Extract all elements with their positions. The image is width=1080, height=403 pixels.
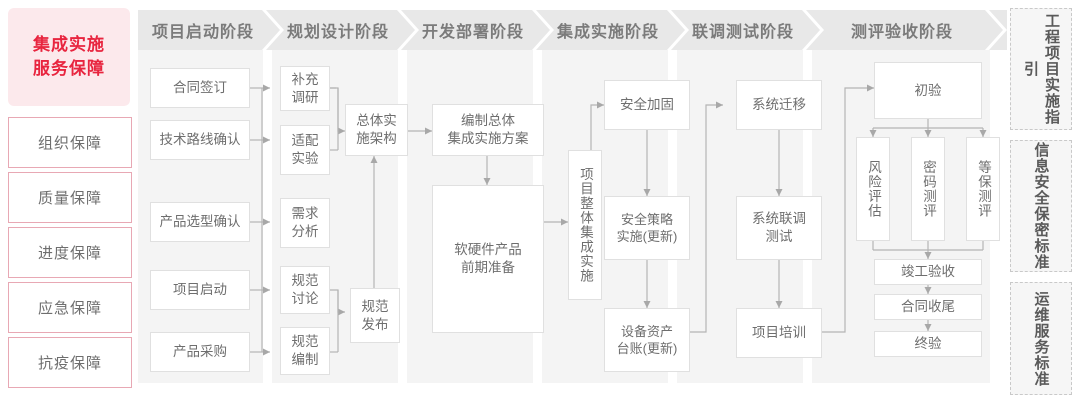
- node-label-line2: 台账(更新): [616, 341, 678, 356]
- node-label-line1: 需求: [291, 206, 319, 221]
- node-system-migration[interactable]: 系统迁移: [736, 80, 822, 130]
- standard-ops-service[interactable]: 运维服务标准: [1010, 282, 1072, 395]
- node-spec-release[interactable]: 规范 发布: [350, 288, 400, 343]
- standard-engineering-guide[interactable]: 工程项目实施指引: [1010, 8, 1072, 130]
- guarantee-title-line1: 集成实施: [33, 35, 105, 54]
- phase-header-startup[interactable]: 项目启动阶段: [138, 10, 268, 50]
- node-label-line2: 实验: [291, 151, 319, 166]
- chevron-separator-1-icon: [262, 10, 284, 50]
- node-asset-ledger[interactable]: 设备资产 台账(更新): [604, 308, 690, 372]
- node-label-line1: 总体实: [356, 113, 397, 128]
- chevron-separator-3-icon: [532, 10, 554, 50]
- guarantee-item-organization[interactable]: 组织保障: [8, 117, 132, 168]
- node-contract-signing[interactable]: 合同签订: [150, 68, 250, 108]
- guarantee-item-emergency[interactable]: 应急保障: [8, 282, 132, 333]
- node-label-line2: 发布: [361, 316, 389, 332]
- guarantee-title-line2: 服务保障: [33, 59, 105, 78]
- phase-header-acceptance[interactable]: 测评验收阶段: [813, 10, 991, 50]
- node-label-line1: 规范: [291, 273, 319, 288]
- node-product-selection[interactable]: 产品选型确认: [150, 202, 250, 242]
- chevron-separator-6-icon: [985, 10, 1007, 50]
- node-label-line1: 设备资产: [620, 324, 673, 339]
- phase-header-planning[interactable]: 规划设计阶段: [273, 10, 403, 50]
- standard-label: 工程项目实施指引: [1022, 13, 1060, 125]
- node-label-line2: 调研: [291, 89, 319, 105]
- node-label-line2: 分析: [291, 224, 319, 239]
- node-system-joint-test[interactable]: 系统联调 测试: [736, 196, 822, 260]
- node-label-line1: 规范: [291, 334, 319, 349]
- node-spec-discussion[interactable]: 规范 讨论: [280, 266, 330, 314]
- node-hardware-software-prep[interactable]: 软硬件产品 前期准备: [432, 185, 544, 333]
- node-label-line2: 测试: [765, 229, 793, 244]
- node-label-line2: 编制: [291, 352, 319, 367]
- node-tech-route-confirm[interactable]: 技术路线确认: [150, 120, 250, 160]
- node-requirement-analysis[interactable]: 需求 分析: [280, 198, 330, 248]
- node-label-line2: 前期准备: [461, 260, 515, 275]
- node-label-line2: 实施(更新): [616, 229, 678, 244]
- node-completion-acceptance[interactable]: 竣工验收: [874, 259, 982, 285]
- node-crypto-evaluation[interactable]: 密码测评: [911, 137, 945, 241]
- node-label-line2: 讨论: [291, 291, 319, 306]
- node-label-line1: 适配: [291, 133, 319, 148]
- node-risk-assessment[interactable]: 风险评估: [856, 137, 890, 241]
- node-security-hardening[interactable]: 安全加固: [604, 80, 690, 130]
- node-label-line1: 规范: [361, 298, 389, 314]
- node-spec-drafting[interactable]: 规范 编制: [280, 327, 330, 375]
- guarantee-item-schedule[interactable]: 进度保障: [8, 227, 132, 278]
- standard-label: 信息安全保密标准: [1032, 142, 1050, 270]
- chevron-separator-4-icon: [667, 10, 689, 50]
- node-label-line2: 施架构: [356, 131, 397, 146]
- node-label-line1: 安全策略: [620, 212, 673, 227]
- guarantee-title: 集成实施 服务保障: [8, 8, 130, 106]
- node-overall-architecture[interactable]: 总体实 施架构: [345, 104, 408, 156]
- guarantee-item-quality[interactable]: 质量保障: [8, 172, 132, 223]
- node-contract-closure[interactable]: 合同收尾: [874, 294, 982, 320]
- standard-label: 运维服务标准: [1032, 290, 1050, 387]
- standard-info-security[interactable]: 信息安全保密标准: [1010, 140, 1072, 272]
- node-label-line1: 软硬件产品: [454, 242, 522, 257]
- node-initial-acceptance[interactable]: 初验: [874, 62, 982, 119]
- node-final-acceptance[interactable]: 终验: [874, 331, 982, 357]
- chevron-separator-5-icon: [802, 10, 824, 50]
- node-project-kickoff[interactable]: 项目启动: [150, 270, 250, 310]
- node-grade-protection-eval[interactable]: 等保测评: [966, 137, 1000, 241]
- node-security-policy-impl[interactable]: 安全策略 实施(更新): [604, 196, 690, 260]
- node-overall-plan-doc[interactable]: 编制总体 集成实施方案: [432, 104, 544, 156]
- node-overall-integration[interactable]: 项目整体集成实施: [568, 150, 602, 300]
- guarantee-item-epidemic[interactable]: 抗疫保障: [8, 337, 132, 388]
- phase-header-develop[interactable]: 开发部署阶段: [408, 10, 538, 50]
- node-label-line2: 集成实施方案: [447, 131, 529, 146]
- node-label-line1: 编制总体: [461, 113, 515, 128]
- node-project-training[interactable]: 项目培训: [736, 308, 822, 358]
- node-label-line1: 系统联调: [752, 211, 806, 226]
- node-label-line1: 补充: [291, 71, 319, 87]
- node-product-purchase[interactable]: 产品采购: [150, 332, 250, 372]
- phase-header-jointtest[interactable]: 联调测试阶段: [678, 10, 808, 50]
- chevron-separator-2-icon: [397, 10, 419, 50]
- node-supplementary-research[interactable]: 补充 调研: [280, 66, 330, 111]
- phase-header-integration[interactable]: 集成实施阶段: [543, 10, 673, 50]
- node-adaptation-test[interactable]: 适配 实验: [280, 125, 330, 175]
